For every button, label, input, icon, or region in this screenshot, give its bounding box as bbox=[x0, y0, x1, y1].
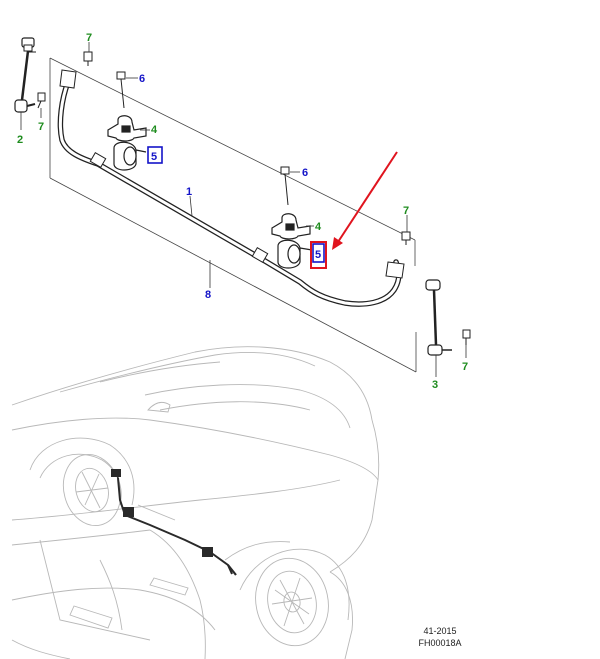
callout-5-right: 5 bbox=[315, 249, 321, 261]
callout-3: 3 bbox=[432, 379, 438, 391]
stabilizer-bar bbox=[57, 79, 402, 307]
bracket-left bbox=[107, 115, 147, 142]
bar-sleeve-left bbox=[89, 151, 107, 169]
leader-lines bbox=[20, 42, 467, 377]
highlight-box bbox=[310, 241, 327, 269]
callout-4-right: 4 bbox=[315, 221, 322, 233]
callout-box-5-right bbox=[312, 243, 325, 263]
bracket-right bbox=[271, 213, 311, 240]
bolt-bracket-right bbox=[280, 166, 290, 206]
bar-end-left bbox=[59, 69, 77, 89]
stabilizer-link-left bbox=[14, 37, 36, 113]
callout-7-top: 7 bbox=[86, 32, 92, 44]
callout-box-5-left bbox=[147, 146, 163, 164]
highlight-arrow bbox=[332, 151, 398, 250]
car-stabilizer-bar bbox=[111, 469, 237, 576]
nut-right-frame bbox=[401, 231, 411, 245]
callout-2: 2 bbox=[17, 134, 23, 146]
callout-4-left: 4 bbox=[151, 124, 158, 136]
bushing-right bbox=[277, 239, 313, 269]
callout-5-left: 5 bbox=[151, 151, 157, 163]
footer-date: 41-2015 bbox=[423, 626, 457, 636]
callout-6-right: 6 bbox=[302, 167, 308, 179]
callout-7-right-bottom: 7 bbox=[462, 361, 468, 373]
nut-right-link bbox=[462, 329, 471, 345]
nut-top bbox=[83, 51, 93, 66]
callout-1: 1 bbox=[186, 186, 192, 198]
bar-end-right bbox=[385, 261, 405, 279]
bar-sleeve-right bbox=[251, 246, 269, 264]
bolt-bracket-left bbox=[116, 71, 126, 109]
stabilizer-link-right bbox=[425, 279, 452, 356]
callout-6-left: 6 bbox=[139, 73, 145, 85]
car-outline bbox=[11, 346, 380, 659]
callout-7-right-top: 7 bbox=[403, 205, 409, 217]
nut-left-link bbox=[37, 92, 46, 109]
assembly-box bbox=[49, 57, 417, 373]
bushing-left bbox=[113, 141, 147, 171]
footer-code: FH00018A bbox=[418, 638, 462, 648]
callout-7-left: 7 bbox=[38, 121, 44, 133]
callout-8: 8 bbox=[205, 289, 211, 301]
